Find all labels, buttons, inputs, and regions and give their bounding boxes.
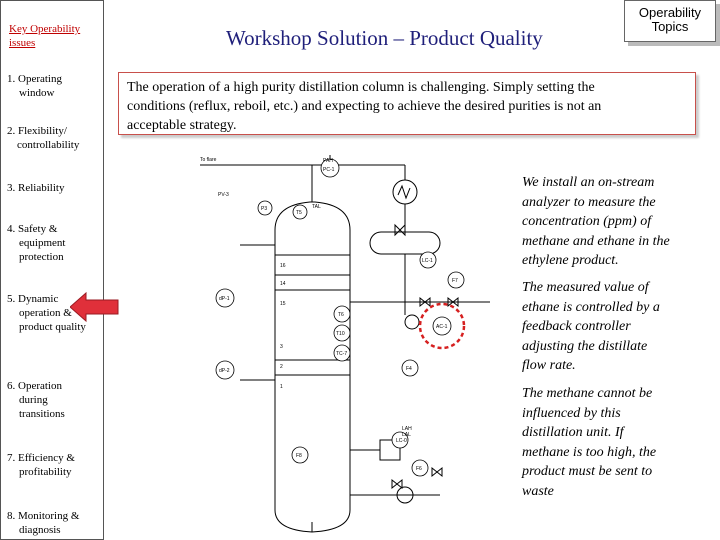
paragraph-line: concentration (ppm) of bbox=[522, 214, 652, 229]
p3-label: P3 bbox=[261, 206, 267, 212]
sidebar-item-sublabel: controllability bbox=[17, 139, 80, 151]
sidebar-item-label: 7. Efficiency & bbox=[7, 452, 75, 464]
sidebar-item-label: 2. Flexibility/ bbox=[7, 125, 67, 137]
methane-paragraph: The methane cannot be influenced by this… bbox=[522, 384, 702, 501]
tray-label: 14 bbox=[280, 281, 286, 287]
topics-button-line2: Topics bbox=[651, 19, 689, 34]
sidebar-item-label: 8. Monitoring & bbox=[7, 510, 80, 522]
sidebar-item-sublabel: equipment protection bbox=[19, 237, 66, 263]
sidebar-item-transitions[interactable]: 6. Operation during transitions bbox=[7, 379, 89, 421]
controller-paragraph: The measured value of ethane is controll… bbox=[522, 278, 702, 376]
tray-label: 16 bbox=[280, 263, 286, 269]
t10-label: T10 bbox=[336, 331, 345, 337]
intro-textbox: The operation of a high purity distillat… bbox=[118, 72, 696, 135]
paragraph-line: ethane is controlled by a bbox=[522, 299, 660, 315]
analyzer-paragraph: We install an on-stream analyzer to meas… bbox=[522, 173, 702, 271]
sidebar-item-operating-window[interactable]: 1. Operating window bbox=[7, 72, 62, 100]
dp2-label: dP-2 bbox=[219, 368, 230, 374]
sidebar-item-label: 5. Dynamic bbox=[7, 293, 59, 305]
sidebar-title: Key Operability issues bbox=[9, 23, 81, 49]
paragraph-line: influenced by this bbox=[522, 405, 621, 421]
lc0-label: LC-0 bbox=[396, 438, 407, 444]
pc1-label: PC-1 bbox=[323, 167, 335, 173]
tc7-label: TC-7 bbox=[336, 351, 347, 357]
tray-label: 1 bbox=[280, 384, 283, 390]
paragraph-line: distillation unit. If bbox=[522, 425, 624, 440]
lah-label: LAH bbox=[402, 426, 412, 432]
operability-sidebar: Key Operability issues 1. Operating wind… bbox=[0, 0, 104, 540]
pah-label: PAH bbox=[323, 158, 333, 164]
page-title: Workshop Solution – Product Quality bbox=[226, 26, 543, 50]
f4-label: F4 bbox=[406, 366, 412, 372]
t5-label: T5 bbox=[296, 210, 302, 216]
paragraph-line: ethylene product. bbox=[522, 253, 619, 268]
sidebar-item-flexibility[interactable]: 2. Flexibility/ controllability bbox=[7, 124, 79, 152]
paragraph-line: adjusting the distillate bbox=[522, 338, 648, 354]
operability-topics-button[interactable]: Operability Topics bbox=[624, 0, 716, 42]
analyzer-highlight-circle bbox=[418, 302, 466, 350]
topics-button-line1: Operability bbox=[638, 5, 702, 20]
pv3-label: PV-3 bbox=[218, 192, 229, 198]
sidebar-item-sublabel: diagnosis bbox=[19, 524, 61, 536]
intro-line: The operation of a high purity distillat… bbox=[127, 80, 595, 95]
to-flare-label: To flare bbox=[200, 157, 217, 163]
sidebar-item-dynamic-operation[interactable]: 5. Dynamic operation & product quality bbox=[7, 292, 89, 334]
paragraph-line: feedback controller bbox=[522, 319, 631, 334]
tray-label: 3 bbox=[280, 344, 283, 350]
sidebar-item-sublabel: during transitions bbox=[19, 394, 65, 420]
sidebar-item-monitoring[interactable]: 8. Monitoring & diagnosis bbox=[7, 509, 79, 537]
sidebar-item-efficiency[interactable]: 7. Efficiency & profitability bbox=[7, 451, 75, 479]
f8-label: F8 bbox=[296, 453, 302, 459]
paragraph-line: flow rate. bbox=[522, 358, 576, 373]
tray-label: 2 bbox=[280, 364, 283, 370]
sidebar-item-label: 4. Safety & bbox=[7, 223, 58, 235]
intro-line: conditions (reflux, reboil, etc.) and ex… bbox=[127, 99, 602, 114]
dp1-label: dP-1 bbox=[219, 296, 230, 302]
sidebar-item-safety[interactable]: 4. Safety & equipment protection bbox=[7, 222, 97, 264]
lc1-label: LC-1 bbox=[422, 258, 433, 264]
intro-line: acceptable strategy. bbox=[127, 118, 237, 133]
t6-label: T6 bbox=[338, 312, 344, 318]
sidebar-item-label: 3. Reliability bbox=[7, 182, 65, 194]
tray-label: 15 bbox=[280, 301, 286, 307]
sidebar-item-sublabel: profitability bbox=[19, 466, 72, 478]
sidebar-item-sublabel: window bbox=[19, 87, 55, 99]
paragraph-line: The measured value of bbox=[522, 280, 649, 295]
sidebar-item-reliability[interactable]: 3. Reliability bbox=[7, 181, 64, 195]
f7-label: F7 bbox=[452, 278, 458, 284]
f6-label: F6 bbox=[416, 466, 422, 472]
paragraph-line: We install an on-stream bbox=[522, 175, 655, 190]
paragraph-line: analyzer to measure the bbox=[522, 194, 656, 210]
paragraph-line: methane and ethane in the bbox=[522, 233, 670, 249]
distillation-column-diagram: To flare PAH PC-1 PV-3 P3 T5 TAL LC-1 F7… bbox=[200, 155, 490, 533]
column-shell bbox=[274, 201, 351, 533]
sidebar-item-sublabel: operation & product quality bbox=[19, 307, 86, 333]
paragraph-line: The methane cannot be bbox=[522, 386, 653, 401]
paragraph-line: methane is too high, the bbox=[522, 444, 657, 460]
lal-label: LAL bbox=[402, 432, 411, 438]
tal-label: TAL bbox=[312, 204, 321, 210]
ac1-label: AC-1 bbox=[436, 324, 448, 330]
paragraph-line: product must be sent to bbox=[522, 464, 653, 479]
paragraph-line: waste bbox=[522, 483, 554, 499]
sidebar-item-label: 6. Operation bbox=[7, 380, 62, 392]
sidebar-item-label: 1. Operating bbox=[7, 73, 62, 85]
active-item-arrow-icon bbox=[70, 291, 119, 323]
